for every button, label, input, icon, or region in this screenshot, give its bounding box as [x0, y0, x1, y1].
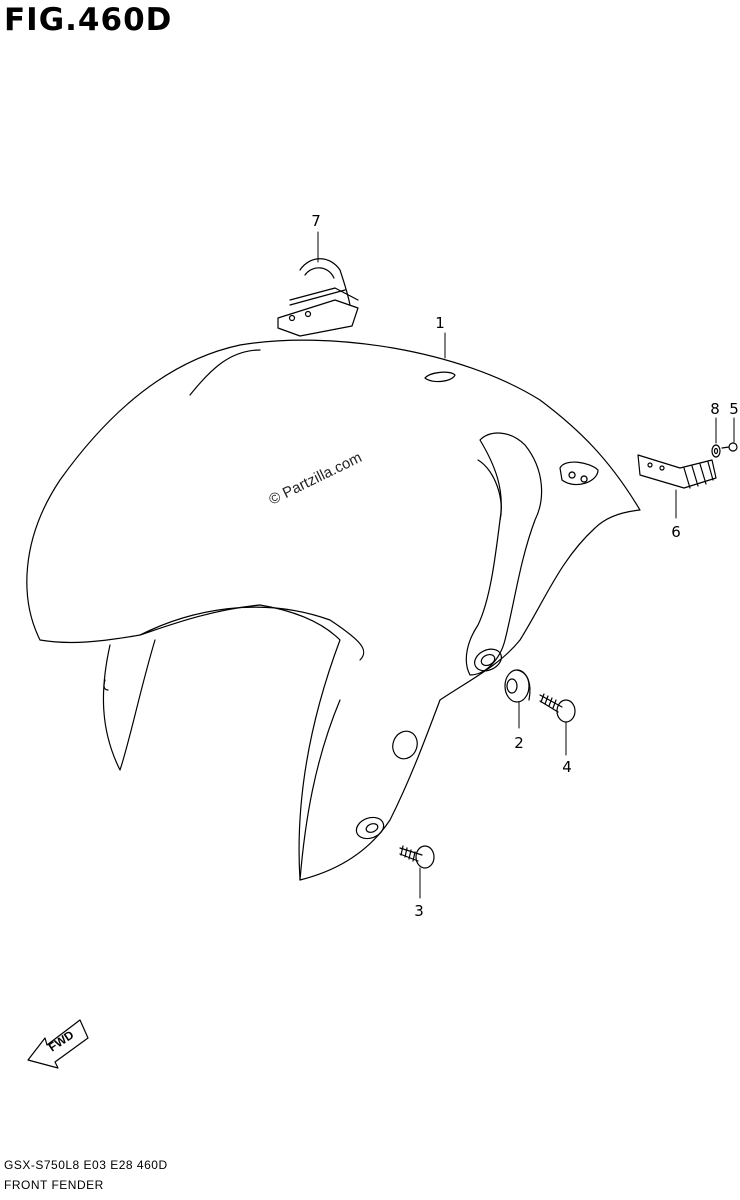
callout-3: 3 [414, 902, 424, 920]
clamp[interactable] [637, 454, 717, 489]
callout-8: 8 [710, 400, 720, 418]
front-fender[interactable] [26, 339, 641, 881]
bolt-3[interactable] [399, 845, 435, 869]
fender-rear-fin [102, 639, 156, 771]
section-name: FRONT FENDER [4, 1178, 104, 1192]
fender-slot [424, 371, 456, 383]
fender-ridge-front [189, 349, 261, 396]
callout-7: 7 [311, 212, 321, 230]
watermark: © Partzilla.com [266, 449, 364, 509]
callout-2: 2 [514, 734, 524, 752]
callout-4: 4 [562, 758, 572, 776]
washer[interactable] [711, 444, 721, 458]
figure-title: FIG.460D [4, 2, 173, 38]
fender-stay-arm [465, 432, 543, 676]
callout-5: 5 [729, 400, 739, 418]
model-code: GSX-S750L8 E03 E28 460D [4, 1158, 168, 1172]
cushion[interactable] [504, 669, 531, 703]
fwd-arrow [27, 1019, 89, 1069]
fwd-label: FWD [46, 1027, 77, 1054]
bolt-4[interactable] [539, 693, 576, 723]
callout-1: 1 [435, 314, 445, 332]
leader-lines [317, 231, 735, 899]
callout-6: 6 [671, 523, 681, 541]
fender-inner-arch [139, 606, 365, 661]
screw[interactable] [721, 442, 738, 452]
fender-outline [26, 339, 641, 881]
callout-numbers: 1 2 3 4 5 6 7 8 [311, 212, 739, 920]
bracket[interactable] [277, 258, 359, 337]
